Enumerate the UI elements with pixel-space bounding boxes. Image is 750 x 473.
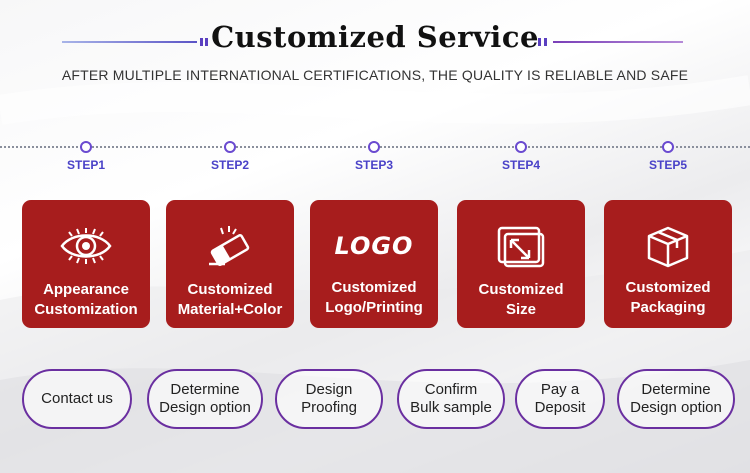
title-decoration-square [538, 38, 541, 46]
logo-text: LOGO [334, 232, 414, 260]
pill-label: Pay a [540, 381, 580, 398]
step-label: STEP1 [66, 158, 105, 172]
pill-label: Design [305, 381, 353, 398]
card-label: Customized [478, 281, 564, 298]
step-marker [368, 141, 380, 153]
card-label: Size [505, 301, 536, 318]
card-label: Appearance [43, 281, 129, 298]
card-label: Material+Color [177, 301, 283, 318]
pill-label: Determine [170, 381, 240, 398]
resize-icon [457, 222, 585, 270]
step-label: STEP2 [210, 158, 249, 172]
process-contact-us: Contact us [22, 369, 132, 429]
step-label: STEP4 [501, 158, 540, 172]
pill-label: Contact us [41, 390, 113, 407]
pill-label: Design option [630, 399, 722, 416]
step-marker [80, 141, 92, 153]
card-label: Customization [34, 301, 138, 318]
eye-icon [22, 222, 150, 270]
card-label: Logo/Printing [325, 299, 423, 316]
step-card-material: Customized Material+Color [166, 200, 294, 328]
pill-label: Proofing [301, 399, 357, 416]
card-label: Customized [331, 279, 417, 296]
pill-label: Confirm [424, 381, 478, 398]
card-label: Packaging [630, 299, 706, 316]
step-marker [662, 141, 674, 153]
page-subtitle: AFTER MULTIPLE INTERNATIONAL CERTIFICATI… [61, 67, 689, 83]
step-card-size: Customized Size [457, 200, 585, 328]
pill-label: Determine [641, 381, 711, 398]
eraser-icon [166, 222, 294, 270]
step-marker [515, 141, 527, 153]
title-decoration-square [205, 38, 208, 46]
step-card-packaging: Customized Packaging [604, 200, 732, 328]
title-decoration-square [200, 38, 203, 46]
step-card-appearance: Appearance Customization [22, 200, 150, 328]
pill-label: Deposit [534, 399, 586, 416]
page-title: Customized Service [211, 20, 539, 54]
title-row: Customized Service [0, 20, 750, 60]
title-decoration-right [553, 41, 683, 43]
pill-label: Bulk sample [410, 399, 492, 416]
title-decoration-square [544, 38, 547, 46]
pill-label: Design option [159, 399, 251, 416]
step-card-logo: LOGO Customized Logo/Printing [310, 200, 438, 328]
box-icon [604, 222, 732, 270]
card-label: Customized [625, 279, 711, 296]
step-label: STEP5 [648, 158, 687, 172]
step-label: STEP3 [354, 158, 393, 172]
logo-text-icon: LOGO [310, 222, 438, 270]
step-marker [224, 141, 236, 153]
card-label: Customized [187, 281, 273, 298]
title-decoration-left [62, 41, 197, 43]
